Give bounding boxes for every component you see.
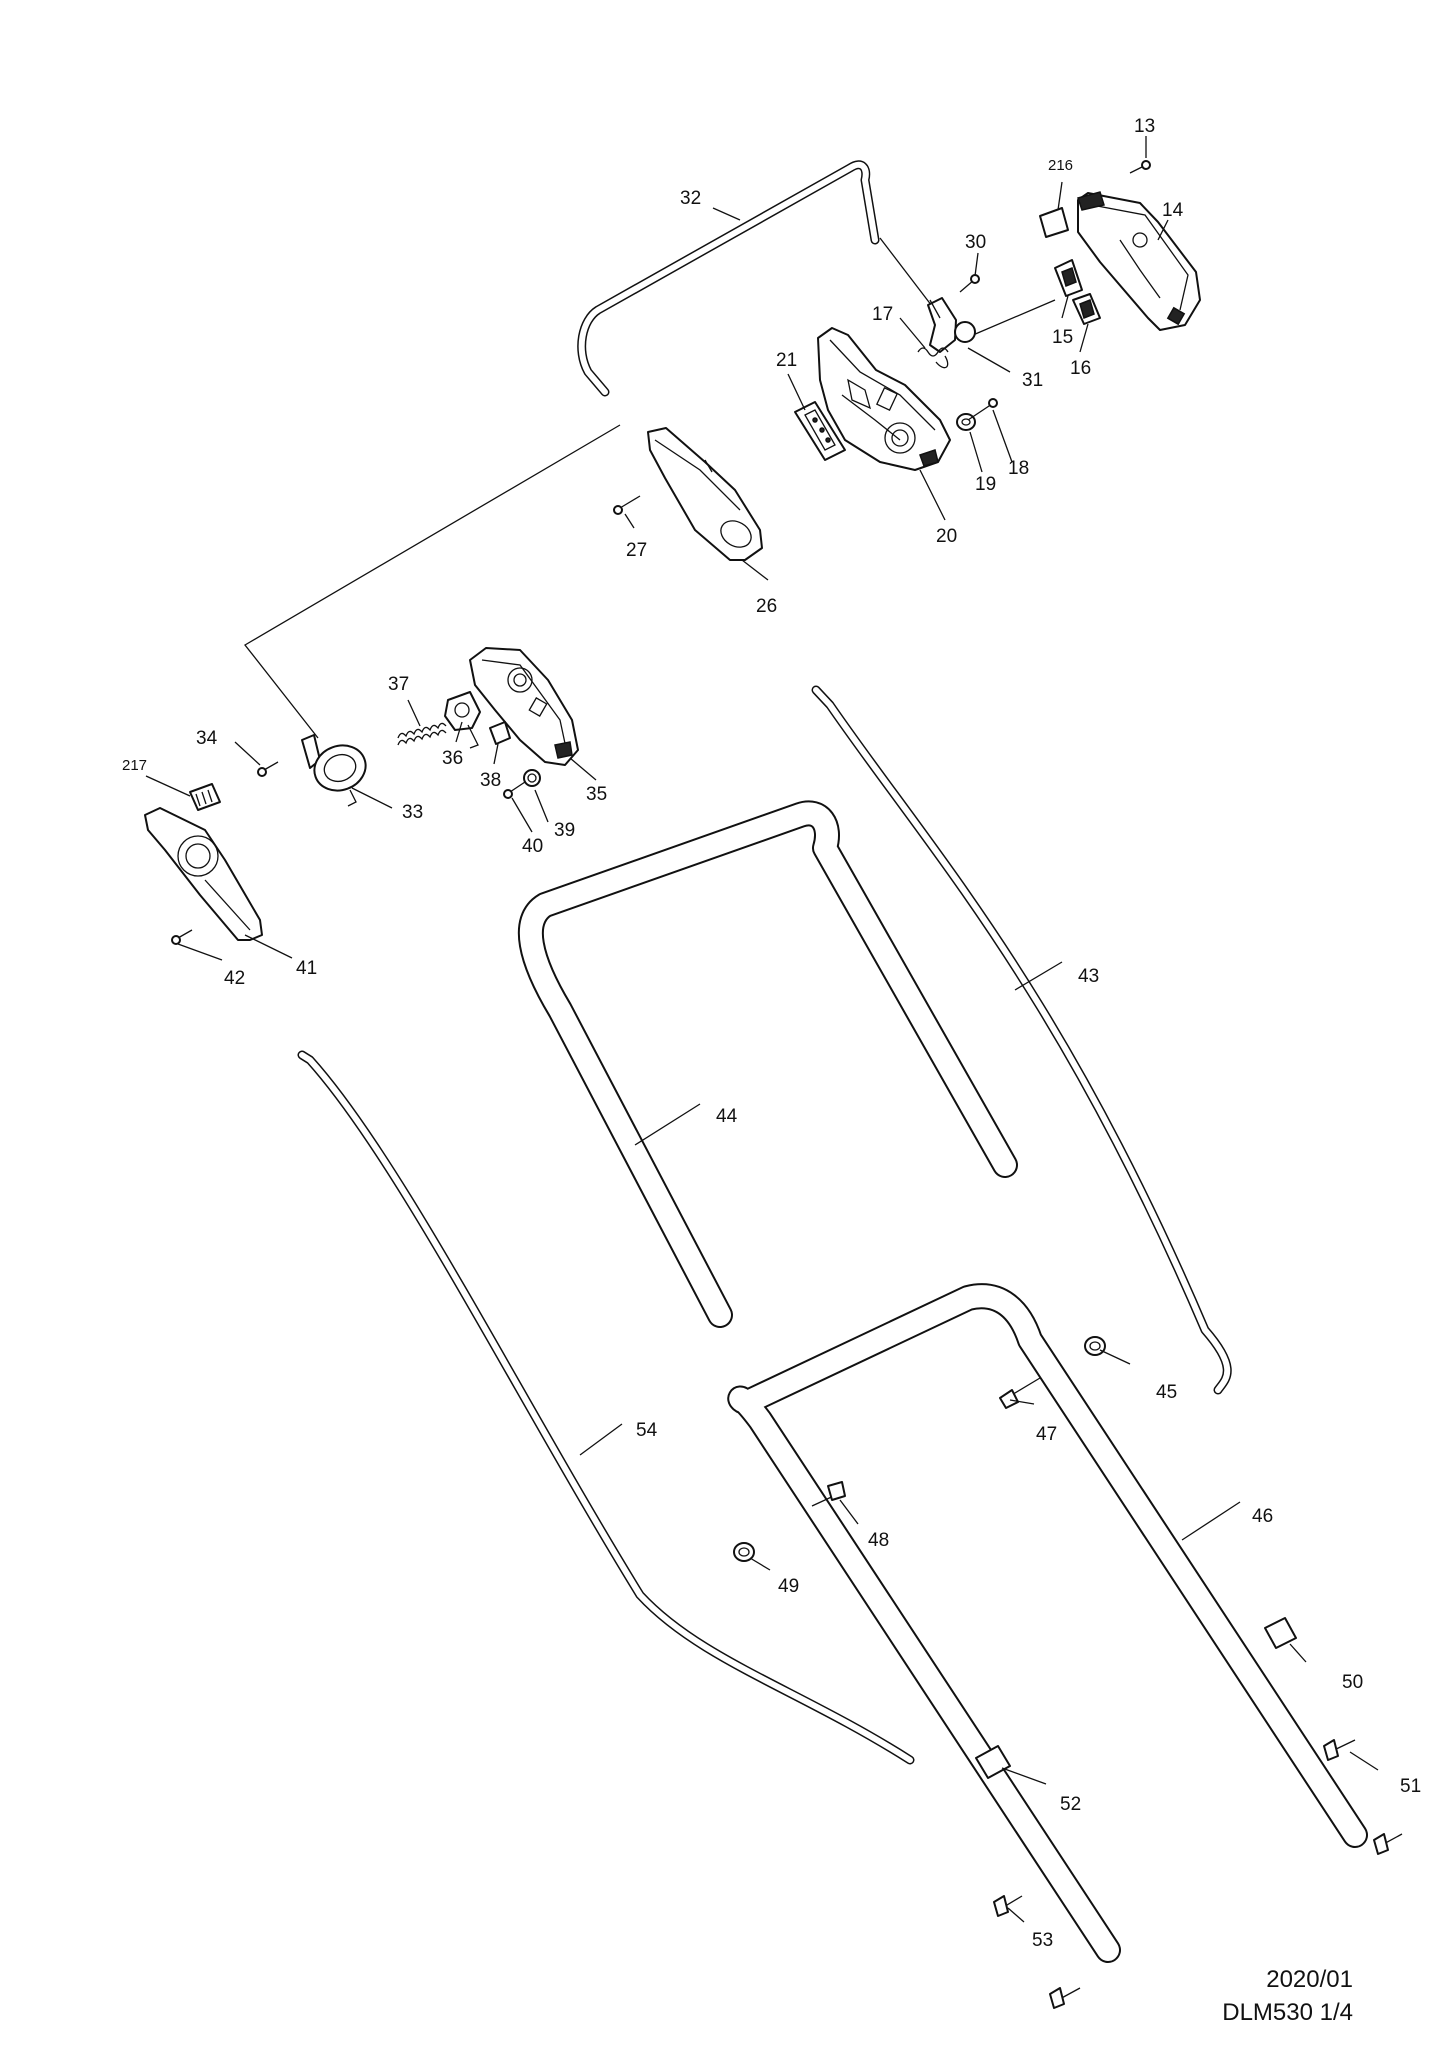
nut-49 [733,1542,755,1562]
pad-216 [1039,207,1069,238]
label-54: 54 [636,1420,658,1441]
assembly-guide-lines [244,237,1056,739]
label-19: 19 [975,474,996,495]
pad-217 [189,783,221,811]
bolt-51 [1323,1739,1403,1855]
spring-17 [917,347,949,369]
spring-37 [397,722,447,746]
label-217: 217 [122,757,147,774]
knob-50 [1264,1617,1297,1649]
label-43: 43 [1078,966,1099,987]
label-216: 216 [1048,157,1073,174]
bolt-48 [811,1481,846,1507]
middle-handle-44 [517,800,1018,1328]
nut-45 [1084,1336,1106,1356]
clip-38 [489,721,511,745]
cable-43 [811,685,1232,1395]
housing-20 [817,327,951,471]
switch-button-15 [1054,259,1083,297]
label-15: 15 [1052,327,1073,348]
screw-42 [171,929,193,945]
housing-35 [469,647,579,766]
label-16: 16 [1070,358,1091,379]
label-44: 44 [716,1106,738,1127]
label-46: 46 [1252,1506,1273,1527]
label-34: 34 [196,728,218,749]
label-47: 47 [1036,1424,1057,1445]
label-26: 26 [756,596,777,617]
label-27: 27 [626,540,647,561]
label-50: 50 [1342,1672,1363,1693]
label-41: 41 [296,958,317,979]
label-35: 35 [586,784,607,805]
label-30: 30 [965,232,986,253]
label-48: 48 [868,1530,889,1551]
label-36: 36 [442,748,463,769]
screw-18 [967,398,998,421]
lower-handle-46 [727,1283,1368,1963]
cover-14 [1077,191,1201,331]
leader-lines [145,136,1379,1923]
upper-handle-rod-32 [577,160,880,397]
bolt-53 [993,1895,1081,2009]
label-plate-21 [794,401,846,461]
label-38: 38 [480,770,501,791]
label-51: 51 [1400,1776,1421,1797]
label-13: 13 [1134,116,1155,137]
label-18: 18 [1008,458,1029,479]
cover-41 [144,807,263,941]
label-52: 52 [1060,1794,1081,1815]
label-17: 17 [872,304,893,325]
label-45: 45 [1156,1382,1177,1403]
label-53: 53 [1032,1930,1053,1951]
footer-date: 2020/01 [1266,1966,1353,1993]
label-33: 33 [402,802,423,823]
ring-lever-33 [301,734,367,807]
label-39: 39 [554,820,575,841]
lever-31 [927,297,976,353]
bolt-47 [999,1377,1041,1409]
label-49: 49 [778,1576,799,1597]
label-40: 40 [522,836,543,857]
label-21: 21 [776,350,797,371]
nut-39 [523,769,541,787]
screw-40 [503,781,526,799]
footer-model-page: DLM530 1/4 [1222,1999,1353,2026]
label-37: 37 [388,674,409,695]
screw-27 [613,495,641,515]
label-20: 20 [936,526,957,547]
cover-26 [647,427,763,561]
cable-54 [297,1050,915,1765]
screw-34 [257,761,279,777]
label-42: 42 [224,968,245,989]
label-31: 31 [1022,370,1043,391]
cam-36 [444,691,481,749]
screw-30 [959,274,980,293]
label-14: 14 [1162,200,1184,221]
screw-13 [1129,160,1151,174]
switch-button-16 [1072,293,1101,325]
label-32: 32 [680,188,701,209]
knob-52 [975,1745,1011,1779]
part-labels: 13 216 14 30 32 17 21 15 16 31 18 19 20 … [122,116,1421,1951]
